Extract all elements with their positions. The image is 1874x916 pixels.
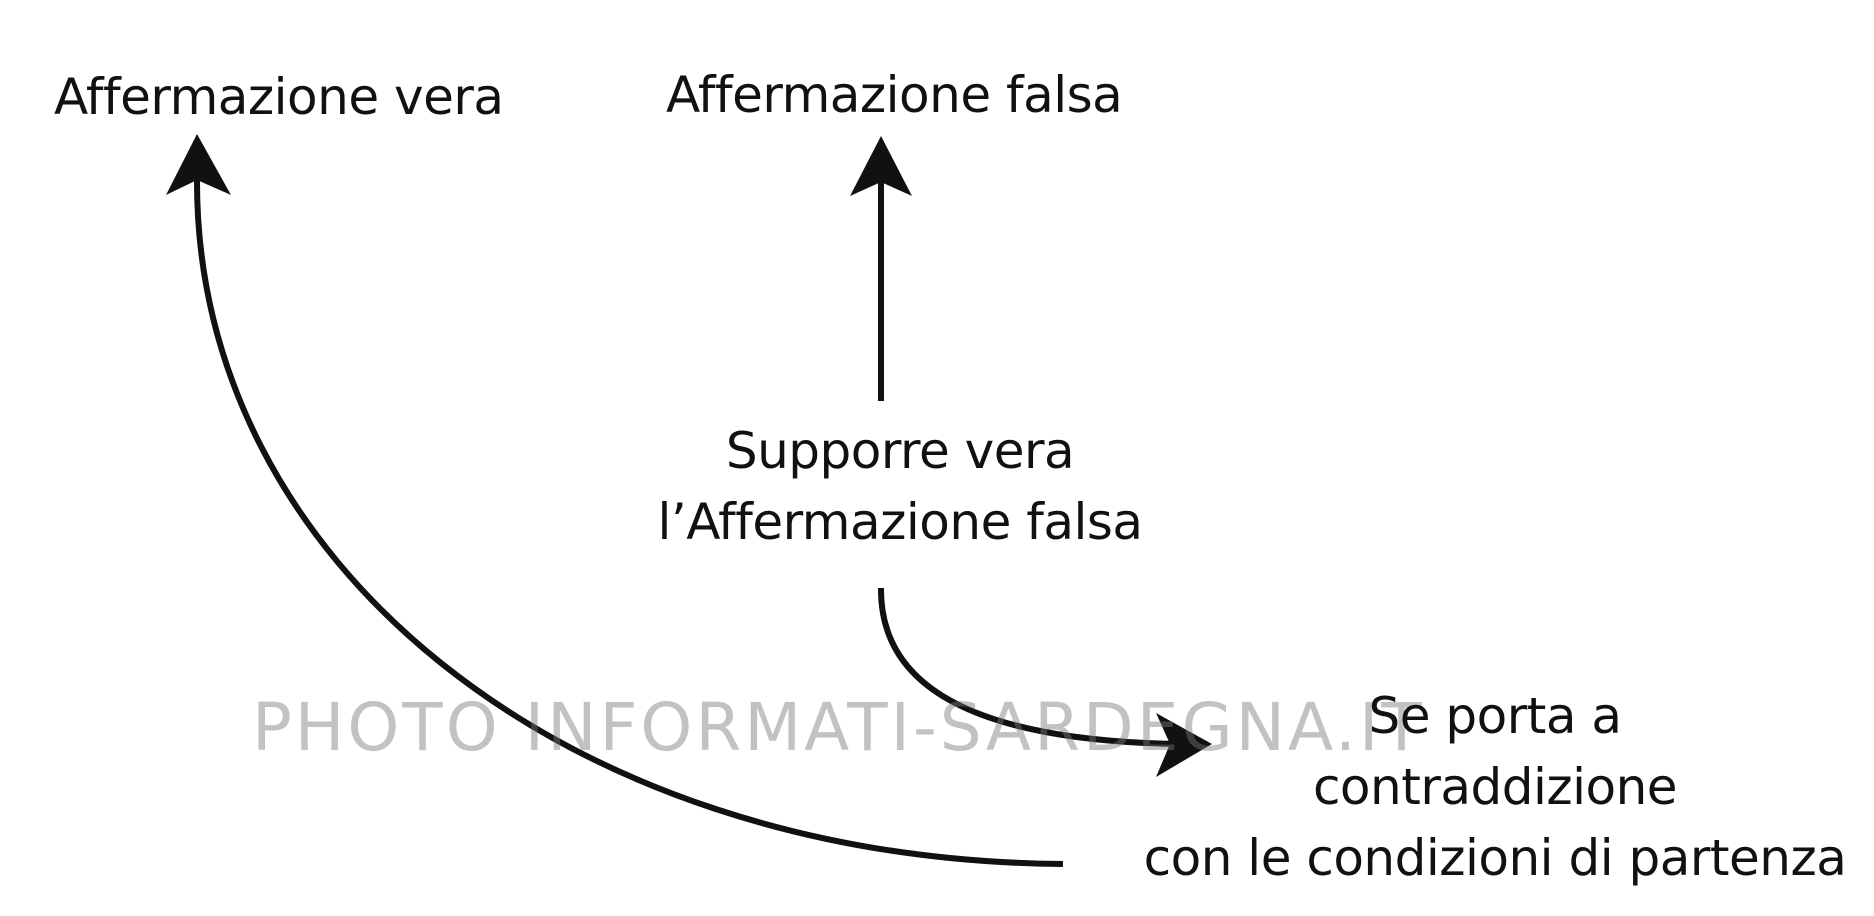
node-contradiction-line2: contraddizione bbox=[1312, 758, 1678, 816]
node-contradiction-line1: Se porta a bbox=[1368, 687, 1622, 745]
node-true-statement: Affermazione vera bbox=[54, 68, 504, 126]
arrow-suppose-to-contradiction-line bbox=[877, 587, 1176, 747]
arrow-contradiction-to-true-line bbox=[193, 179, 1064, 867]
node-contradiction-line3: con le condizioni di partenza bbox=[1143, 829, 1847, 887]
node-false-statement: Affermazione falsa bbox=[666, 66, 1123, 124]
arrow-head-false bbox=[850, 136, 912, 196]
node-suppose-line2: l’Affermazione falsa bbox=[657, 493, 1143, 551]
node-contradiction: Se porta a contraddizione con le condizi… bbox=[1105, 681, 1874, 894]
arrow-head-contradiction bbox=[1156, 713, 1212, 777]
node-suppose-line1: Supporre vera bbox=[725, 422, 1075, 480]
node-suppose: Supporre vera l’Affermazione falsa bbox=[560, 416, 1240, 558]
arrow-head-true bbox=[166, 134, 231, 195]
